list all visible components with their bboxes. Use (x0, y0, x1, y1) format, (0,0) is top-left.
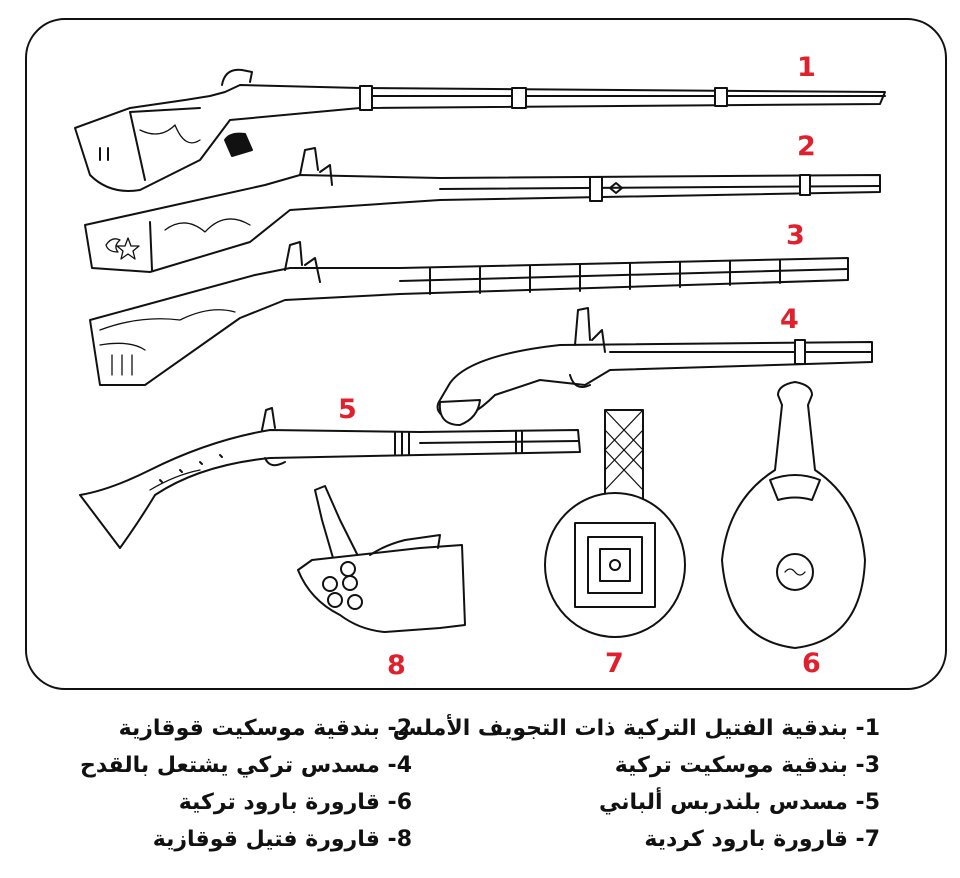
legend-item-2: 2- بندقية موسكيت قوقازية (118, 716, 412, 741)
turkish-flask-drawing (721, 381, 866, 649)
legend-item-1: 1- بندقية الفتيل التركية ذات التجويف الأ… (392, 716, 880, 741)
number-7: 7 (605, 648, 624, 679)
match-case-drawing (297, 485, 466, 633)
matchlock-rifle-drawing (74, 68, 886, 192)
number-3: 3 (786, 220, 805, 251)
number-8: 8 (387, 650, 406, 681)
legend-item-6: 6- قارورة بارود تركية (178, 790, 412, 815)
legend-item-3: 3- بندقية موسكيت تركية (614, 753, 880, 778)
legend-item-5: 5- مسدس بلندربس ألباني (598, 790, 880, 815)
number-6: 6 (802, 648, 821, 679)
number-2: 2 (797, 131, 816, 162)
legend-item-4: 4- مسدس تركي يشتعل بالقدح (79, 753, 412, 778)
number-4: 4 (780, 304, 799, 335)
number-5: 5 (338, 394, 357, 425)
turkish-musket-drawing (89, 241, 849, 386)
legend-item-7: 7- قارورة بارود كردية (644, 827, 880, 852)
kurdish-flask-drawing (544, 409, 686, 638)
legend-item-8: 8- قارورة فتيل قوقازية (152, 827, 412, 852)
caucasian-musket-drawing (84, 147, 881, 273)
blunderbuss-pistol-drawing (79, 407, 581, 549)
number-1: 1 (797, 52, 816, 83)
flintlock-pistol-drawing (436, 307, 873, 426)
